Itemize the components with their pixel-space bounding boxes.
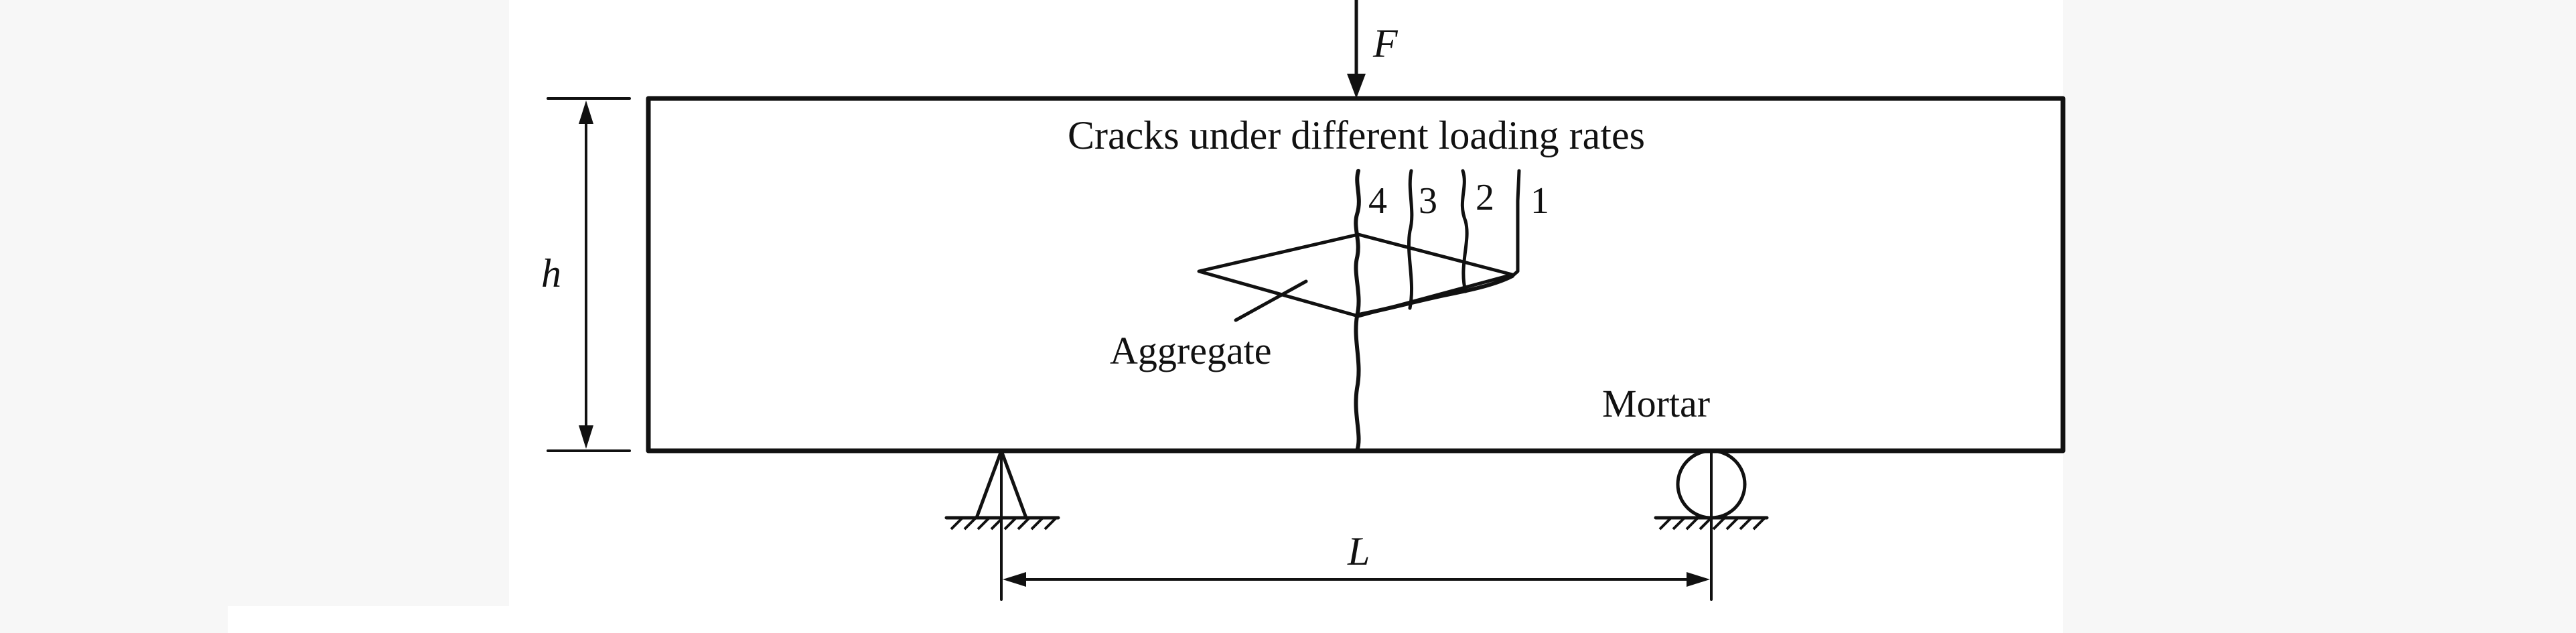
aggregate-label: Aggregate — [1110, 329, 1272, 372]
crack-1 — [1510, 169, 1521, 278]
crack-label-3: 3 — [1419, 180, 1437, 222]
right-margin-panel — [2063, 0, 2576, 633]
left-margin-panel — [0, 0, 509, 633]
mortar-label: Mortar — [1602, 382, 1710, 425]
force-arrow — [1347, 0, 1366, 98]
caption: Cracks under different loading rates — [1068, 113, 1645, 157]
crack-label-4: 4 — [1368, 180, 1387, 222]
crack-3 — [1407, 169, 1414, 310]
bottom-strip — [228, 606, 2063, 633]
span-label: L — [1347, 529, 1370, 573]
span-dimension — [1003, 572, 1710, 587]
force-label: F — [1372, 21, 1399, 66]
crack-2 — [1460, 169, 1469, 293]
height-label: h — [541, 251, 561, 295]
roller-support — [1654, 449, 1769, 601]
cracks — [1354, 169, 1521, 453]
aggregate-leader-line — [1234, 279, 1308, 322]
crack-4 — [1354, 169, 1361, 453]
interface-crack — [1356, 274, 1514, 317]
crack-label-1: 1 — [1530, 180, 1549, 222]
height-dimension — [547, 97, 631, 452]
crack-label-2: 2 — [1476, 177, 1494, 218]
pin-support — [944, 449, 1060, 601]
